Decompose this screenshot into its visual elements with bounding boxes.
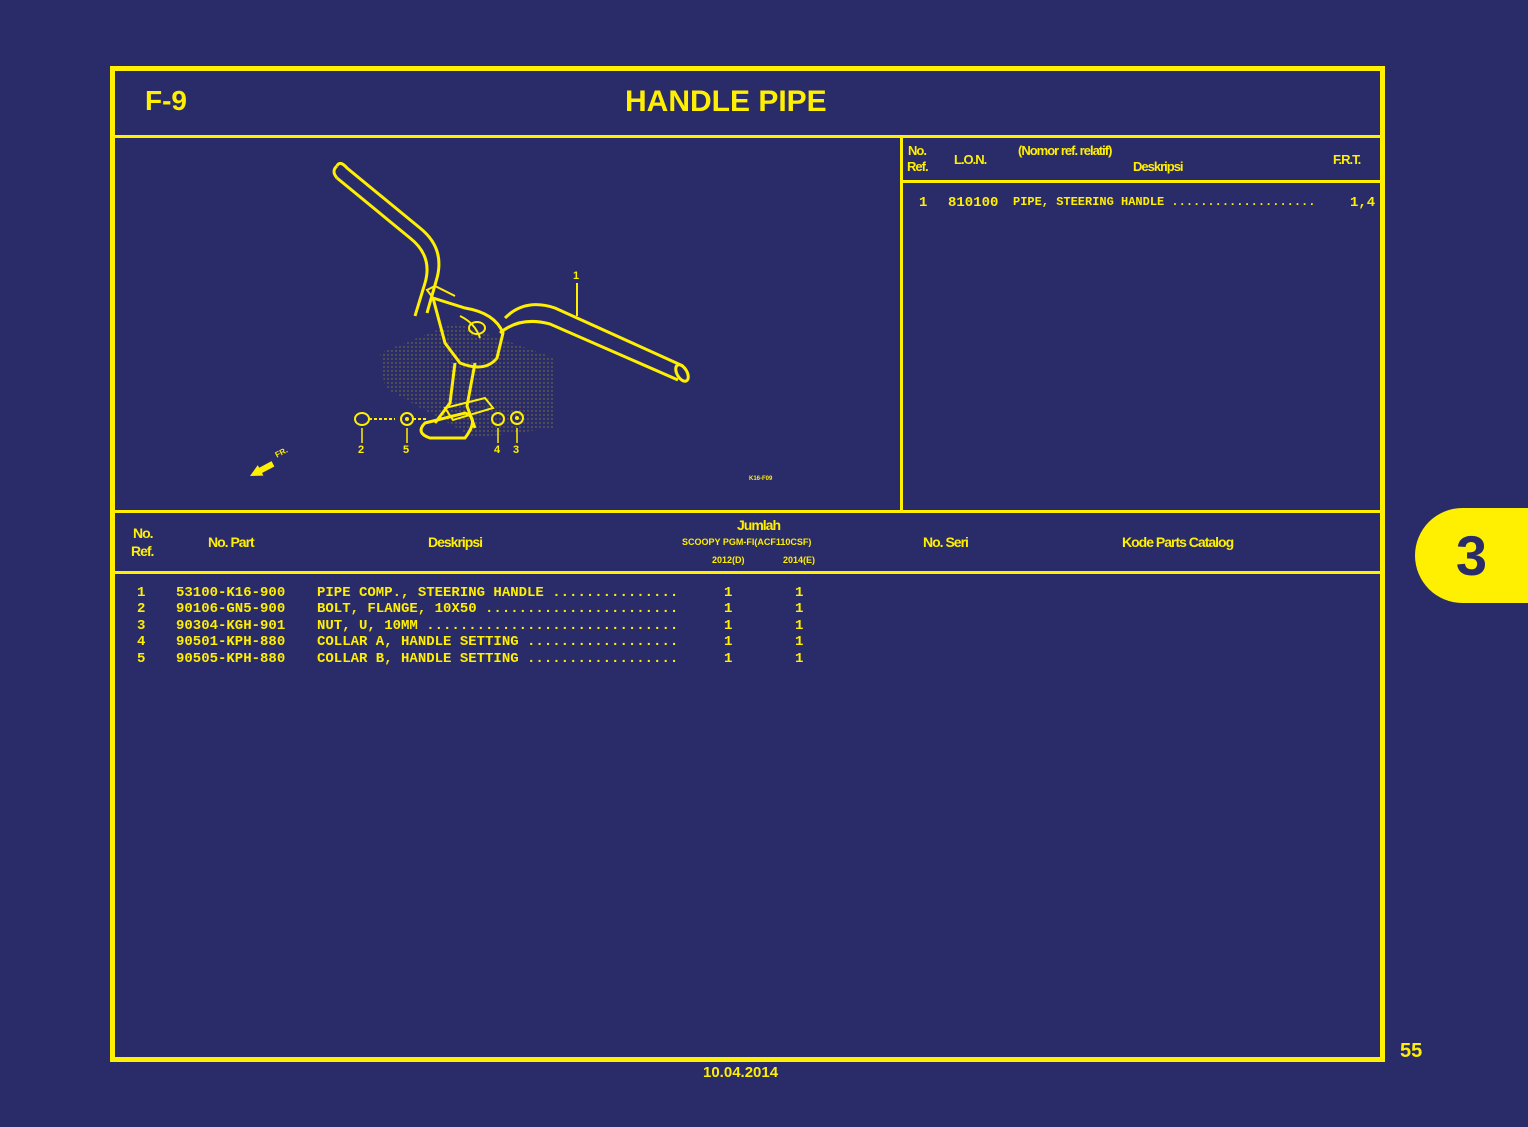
table-row: 5 90505-KPH-880 COLLAR B, HANDLE SETTING… xyxy=(115,651,1380,667)
print-date: 10.04.2014 xyxy=(703,1064,779,1081)
frt-col-deskripsi: Deskripsi xyxy=(1133,159,1184,174)
callout-2: 2 xyxy=(358,444,365,456)
figure-code: K16-F09 xyxy=(749,476,773,482)
row-ref: 1 xyxy=(137,585,146,601)
page-title: HANDLE PIPE xyxy=(625,85,827,118)
row-qty-e: 1 xyxy=(795,585,804,601)
frt-lon: 810100 xyxy=(948,195,999,211)
row-part: 90501-KPH-880 xyxy=(176,634,286,650)
table-row: 3 90304-KGH-901 NUT, U, 10MM ...........… xyxy=(115,618,1380,634)
section-tab[interactable]: 3 xyxy=(1415,508,1528,603)
row-qty-d: 1 xyxy=(724,618,733,634)
parts-col-no-part: No. Part xyxy=(208,534,255,550)
parts-col-deskripsi: Deskripsi xyxy=(428,534,483,550)
row-desc: NUT, U, 10MM ...........................… xyxy=(317,618,679,634)
frt-desc: PIPE, STEERING HANDLE ..................… xyxy=(1013,195,1316,209)
handle-pipe-illustration xyxy=(250,161,690,476)
parts-rows: 1 53100-K16-900 PIPE COMP., STEERING HAN… xyxy=(115,585,1380,675)
frt-col-nomor: (Nomor ref. relatif) xyxy=(1018,143,1112,158)
row-part: 90106-GN5-900 xyxy=(176,601,286,617)
parts-col-ref: Ref. xyxy=(131,543,154,559)
row-qty-d: 1 xyxy=(724,585,733,601)
divider xyxy=(900,135,903,510)
callout-1: 1 xyxy=(573,270,580,282)
callout-5: 5 xyxy=(403,444,410,456)
frt-ref: 1 xyxy=(919,195,928,211)
callout-4: 4 xyxy=(494,444,501,456)
frt-col-lon: L.O.N. xyxy=(954,152,987,167)
parts-col-jumlah: Jumlah xyxy=(737,517,781,533)
parts-col-model: SCOOPY PGM-FI(ACF110CSF) xyxy=(682,537,812,547)
row-qty-e: 1 xyxy=(795,601,804,617)
parts-col-no: No. xyxy=(133,525,154,541)
page-frame: F-9 HANDLE PIPE xyxy=(110,66,1385,1062)
page-number: 55 xyxy=(1400,1040,1423,1062)
row-part: 90505-KPH-880 xyxy=(176,651,286,667)
frt-col-ref: Ref. xyxy=(907,159,929,174)
row-qty-e: 1 xyxy=(795,651,804,667)
frt-row: 1 810100 PIPE, STEERING HANDLE .........… xyxy=(903,195,1380,211)
row-ref: 3 xyxy=(137,618,146,634)
frt-col-no: No. xyxy=(908,143,927,158)
row-qty-e: 1 xyxy=(795,634,804,650)
divider xyxy=(115,135,1380,138)
row-qty-e: 1 xyxy=(795,618,804,634)
row-desc: COLLAR A, HANDLE SETTING ...............… xyxy=(317,634,679,650)
parts-col-year-e: 2014(E) xyxy=(783,555,816,565)
table-row: 1 53100-K16-900 PIPE COMP., STEERING HAN… xyxy=(115,585,1380,601)
callout-3: 3 xyxy=(513,444,520,456)
row-ref: 5 xyxy=(137,651,146,667)
parts-col-kode: Kode Parts Catalog xyxy=(1122,534,1234,550)
divider xyxy=(115,510,1380,513)
frt-table: No. Ref. L.O.N. (Nomor ref. relatif) Des… xyxy=(900,138,1380,510)
section-code: F-9 xyxy=(145,85,187,116)
divider xyxy=(900,180,1380,183)
table-row: 4 90501-KPH-880 COLLAR A, HANDLE SETTING… xyxy=(115,634,1380,650)
row-part: 53100-K16-900 xyxy=(176,585,286,601)
divider xyxy=(115,571,1380,574)
row-ref: 4 xyxy=(137,634,146,650)
parts-diagram: 1 2 5 4 3 FR. K16-F09 xyxy=(115,138,900,510)
row-qty-d: 1 xyxy=(724,601,733,617)
parts-col-no-seri: No. Seri xyxy=(923,534,969,550)
row-qty-d: 1 xyxy=(724,634,733,650)
row-desc: BOLT, FLANGE, 10X50 ....................… xyxy=(317,601,679,617)
row-desc: PIPE COMP., STEERING HANDLE ............… xyxy=(317,585,679,601)
row-qty-d: 1 xyxy=(724,651,733,667)
table-row: 2 90106-GN5-900 BOLT, FLANGE, 10X50 ....… xyxy=(115,601,1380,617)
frt-value: 1,4 xyxy=(1350,195,1376,211)
row-ref: 2 xyxy=(137,601,146,617)
frt-col-frt: F.R.T. xyxy=(1333,152,1361,167)
row-part: 90304-KGH-901 xyxy=(176,618,286,634)
row-desc: COLLAR B, HANDLE SETTING ...............… xyxy=(317,651,679,667)
parts-col-year-d: 2012(D) xyxy=(712,555,745,565)
